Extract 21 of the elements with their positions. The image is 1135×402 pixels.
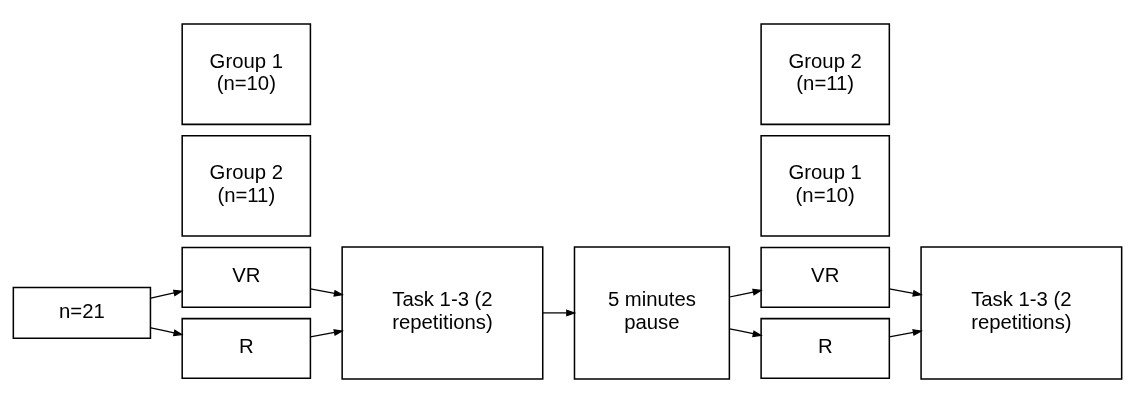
node-box: 5 minutes pause — [573, 245, 731, 380]
arrow — [888, 287, 923, 297]
arrow — [728, 327, 763, 337]
node-box: Group 1 (n=10) — [181, 22, 312, 125]
arrow — [150, 326, 184, 336]
node-box: Group 1 (n=10) — [760, 134, 891, 237]
arrow — [309, 328, 344, 338]
node-box: R — [181, 317, 312, 379]
node-box: Task 1-3 (2 repetitions) — [920, 245, 1123, 380]
arrow — [309, 287, 344, 297]
node-box: Group 2 (n=11) — [760, 22, 891, 125]
node-box: VR — [760, 246, 891, 308]
node-box: n=21 — [12, 286, 152, 339]
node-box: VR — [181, 246, 312, 308]
node-box: Task 1-3 (2 repetitions) — [341, 245, 544, 380]
node-box: R — [760, 317, 891, 379]
arrow — [728, 288, 763, 298]
arrow — [150, 289, 184, 299]
node-box: Group 2 (n=11) — [181, 134, 312, 237]
arrow — [888, 328, 923, 338]
arrow — [542, 308, 577, 316]
